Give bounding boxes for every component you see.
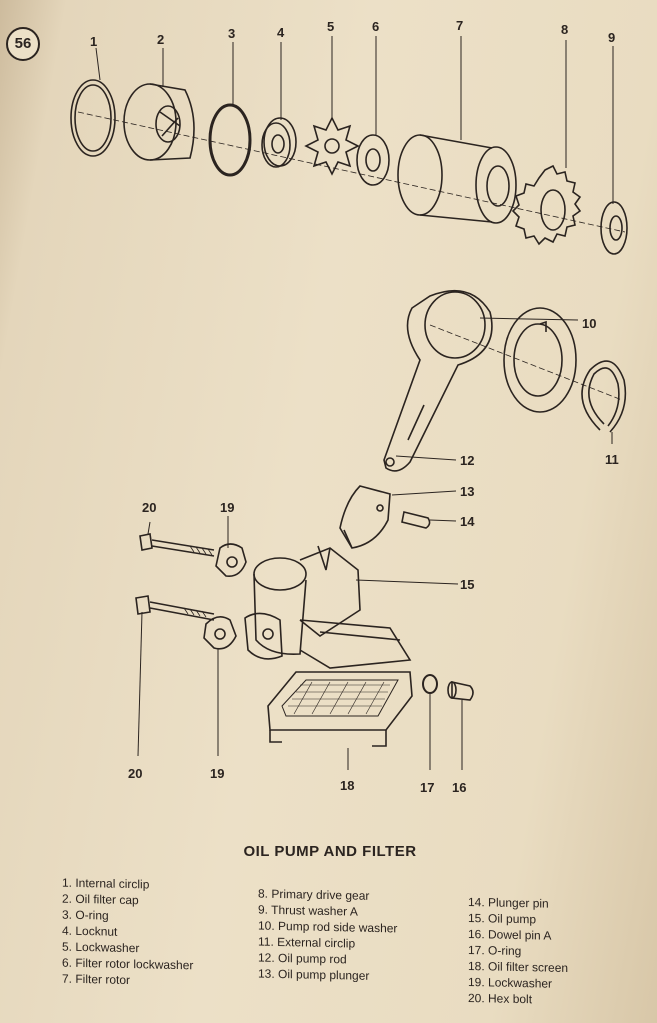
part-internal-circlip — [70, 79, 116, 157]
figure-title: OIL PUMP AND FILTER — [243, 843, 417, 860]
part-thrust-washer-a — [600, 201, 628, 255]
part-oil-filter-screen — [267, 671, 413, 747]
part-hex-bolt-upper — [139, 533, 215, 557]
part-filter-rotor — [397, 134, 517, 224]
part-filter-rotor-lockwasher — [356, 134, 390, 186]
callout-11: 11 — [605, 452, 619, 467]
part-o-ring-17 — [422, 674, 438, 694]
callout-7: 7 — [456, 18, 463, 33]
callout-18: 18 — [340, 778, 354, 793]
callout-2: 2 — [157, 32, 164, 47]
callout-19-upper: 19 — [220, 500, 234, 515]
callout-20-lower: 20 — [128, 766, 142, 781]
callout-4: 4 — [277, 25, 285, 40]
callout-12: 12 — [460, 453, 474, 468]
callout-6: 6 — [372, 19, 379, 34]
legend-item: 7. Filter rotor — [62, 971, 131, 988]
callout-15: 15 — [460, 577, 474, 592]
part-hex-bolt-lower — [135, 595, 215, 621]
part-lockwasher-upper — [215, 543, 247, 578]
upper-leader-lines — [95, 36, 614, 204]
callout-14: 14 — [460, 514, 475, 529]
part-pump-rod-side-washer — [503, 307, 577, 413]
part-oil-pump — [244, 545, 412, 669]
part-lockwasher-5 — [304, 116, 360, 176]
legend-item: 20. Hex bolt — [468, 990, 533, 1007]
callout-10: 10 — [582, 316, 596, 331]
callout-8: 8 — [561, 22, 568, 37]
callout-16: 16 — [452, 780, 466, 795]
legend-column-3: 14. Plunger pin 15. Oil pump 16. Dowel p… — [468, 894, 568, 1008]
callout-9: 9 — [608, 30, 615, 45]
legend-column-2: 8. Primary drive gear 9. Thrust washer A… — [258, 886, 397, 985]
part-oil-pump-rod — [383, 289, 493, 472]
part-oil-pump-plunger — [339, 485, 391, 549]
callout-20-upper: 20 — [142, 500, 156, 515]
figure-number-badge: 56 — [6, 27, 40, 61]
callout-19-lower: 19 — [210, 766, 224, 781]
callout-17: 17 — [420, 780, 434, 795]
callout-labels: 1 2 3 4 5 6 7 8 9 10 11 12 13 14 15 16 1… — [90, 18, 619, 795]
callout-3: 3 — [228, 26, 235, 41]
part-dowel-pin-a — [447, 681, 474, 701]
part-plunger-pin — [401, 511, 431, 529]
part-external-circlip — [581, 360, 627, 433]
legend-column-1: 1. Internal circlip 2. Oil filter cap 3.… — [62, 875, 193, 990]
callout-5: 5 — [327, 19, 334, 34]
part-locknut — [261, 117, 297, 168]
part-oil-filter-cap — [123, 83, 195, 161]
rod-axis-line — [429, 324, 623, 401]
lower-leader-lines — [137, 317, 613, 770]
part-lockwasher-lower — [203, 616, 237, 650]
callout-13: 13 — [460, 484, 474, 499]
part-o-ring-3 — [208, 103, 252, 177]
callout-1: 1 — [90, 34, 97, 49]
legend-item: 13. Oil pump plunger — [258, 966, 370, 983]
part-primary-drive-gear — [511, 164, 582, 246]
upper-axis-line — [77, 111, 626, 233]
